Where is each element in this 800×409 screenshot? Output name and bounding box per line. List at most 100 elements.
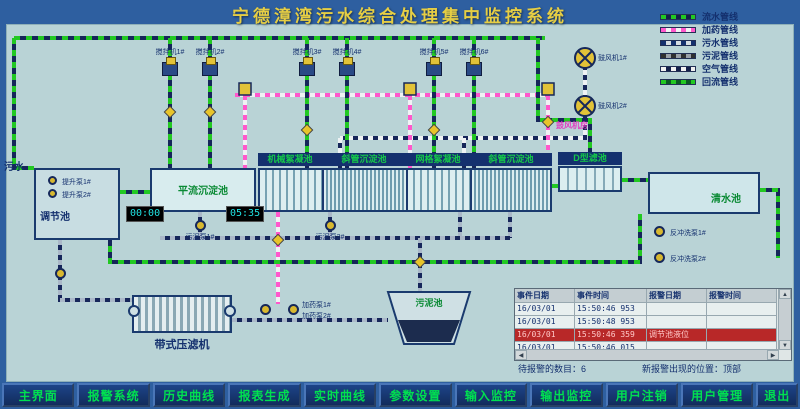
cycle-timer-2: 05:35 — [226, 206, 265, 222]
menu-input-monitor[interactable]: 输入监控 — [454, 383, 528, 407]
alarm-pending-count: 待报警的数目：6 — [518, 364, 587, 374]
reflux-line-icon — [660, 78, 696, 85]
dosing-pump-2-icon — [288, 304, 299, 315]
scroll-left-icon[interactable]: ◀ — [515, 350, 527, 360]
tank-divider — [470, 170, 472, 210]
dosing-line-icon — [660, 26, 696, 33]
grid-flocculation-media — [408, 170, 470, 210]
menu-report-generate[interactable]: 报表生成 — [228, 383, 301, 407]
mixer-1-icon — [162, 57, 178, 76]
backwash-pump-1-label: 反冲洗泵1# — [670, 230, 706, 237]
motor-icon — [303, 57, 313, 65]
alarm-header-cell: 报警时间 — [707, 289, 777, 303]
menu-output-monitor[interactable]: 输出监控 — [530, 383, 603, 407]
mechanical-flocculation-media — [260, 170, 322, 210]
air-line-icon — [660, 65, 696, 72]
grid-flocculation-label: 网格絮凝池 — [406, 153, 470, 166]
mixer-5-icon — [426, 57, 442, 76]
clear-water-tank — [648, 172, 760, 214]
scroll-down-icon[interactable]: ▼ — [779, 340, 791, 350]
alarm-horizontal-scrollbar[interactable]: ◀ ▶ — [515, 349, 779, 360]
legend-item-water: 流水管线 — [660, 10, 738, 23]
mixer-2-icon — [202, 57, 218, 76]
dosing-pump-2-label: 加药泵2# — [302, 313, 331, 320]
menu-exit[interactable]: 退出 — [756, 383, 799, 407]
alarm-table-row[interactable]: 16/03/01 15:50:48 953 — [515, 316, 777, 329]
blower-1-label: 鼓风机1# — [598, 55, 627, 62]
dosing-pump-1-icon — [260, 304, 271, 315]
page-title: 宁德漳湾污水综合处理集中监控系统 — [232, 7, 568, 26]
alarm-table: 事件日期 事件时间 报警日期 报警时间 16/03/01 15:50:46 95… — [514, 288, 792, 361]
alarm-header-cell: 事件日期 — [515, 289, 575, 303]
mixer-2-label: 搅拌机2# — [195, 49, 225, 56]
legend-item-reflux: 回流管线 — [660, 75, 738, 88]
alarm-table-row-active[interactable]: 16/03/01 15:50:46 359 调节池液位 — [515, 329, 777, 342]
sludge-pump-1-label: 污泥泵1# — [185, 234, 215, 241]
d-filter-label: D型滤池 — [558, 152, 622, 165]
dosing-unit-icons — [238, 82, 555, 96]
water-line-icon — [660, 13, 696, 20]
menu-main-screen[interactable]: 主界面 — [2, 383, 75, 407]
mixer-4-icon — [339, 57, 355, 76]
d-filter-body — [558, 166, 622, 192]
blower-2-label: 鼓风机2# — [598, 103, 627, 110]
lift-pump-2-icon — [48, 189, 57, 198]
pipes-layer — [12, 36, 780, 345]
belt-press — [128, 295, 236, 333]
alarm-table-row[interactable]: 16/03/01 15:50:46 953 — [515, 303, 777, 316]
motor-icon — [166, 57, 176, 65]
alarm-table-header: 事件日期 事件时间 报警日期 报警时间 — [515, 289, 777, 303]
pipe-legend: 流水管线 加药管线 污水管线 污泥管线 空气管线 回流管线 — [660, 10, 738, 88]
alarm-header-cell: 事件时间 — [575, 289, 647, 303]
lift-pump-2-label: 提升泵2# — [62, 192, 91, 199]
flocculation-sedimentation-complex — [258, 168, 552, 212]
sewage-line-icon — [660, 39, 696, 46]
sludge-tank-label: 污泥池 — [415, 298, 443, 308]
alarm-vertical-scrollbar[interactable]: ▲ ▼ — [778, 289, 791, 350]
press-roller-icon — [224, 305, 236, 317]
regulation-tank-label: 调节池 — [40, 212, 70, 223]
motor-icon — [470, 57, 480, 65]
mixer-3-label: 搅拌机3# — [292, 49, 322, 56]
scroll-up-icon[interactable]: ▲ — [779, 289, 791, 299]
tank-divider — [406, 170, 408, 210]
inclined-tube-media-2 — [472, 170, 550, 210]
inclined-tube-media-1 — [324, 170, 406, 210]
clear-water-label: 清水池 — [711, 194, 741, 205]
motor-icon — [343, 57, 353, 65]
mixer-1-label: 搅拌机1# — [155, 49, 185, 56]
sludge-line-icon — [660, 52, 696, 59]
scroll-right-icon[interactable]: ▶ — [767, 350, 779, 360]
blower-room-label: 鼓风机房 — [556, 121, 588, 130]
mixer-6-icon — [466, 57, 482, 76]
mixer-5-label: 搅拌机5# — [419, 49, 449, 56]
legend-item-sewage: 污水管线 — [660, 36, 738, 49]
backwash-pump-2-label: 反冲洗泵2# — [670, 256, 706, 263]
mixer-3-icon — [299, 57, 315, 76]
bottom-menu-bar: 主界面 报警系统 历史曲线 报表生成 实时曲线 参数设置 输入监控 输出监控 用… — [2, 383, 799, 407]
dosing-pump-1-label: 加药泵1# — [302, 302, 331, 309]
blower-fan-icons — [574, 47, 596, 117]
cycle-timer-1: 00:00 — [126, 206, 165, 222]
inlet-label: 污水 — [4, 162, 24, 173]
inclined-tube-1-label: 斜管沉淀池 — [322, 153, 406, 166]
mixer-6-label: 搅拌机6# — [459, 49, 489, 56]
menu-user-logout[interactable]: 用户注销 — [605, 383, 678, 407]
inclined-tube-2-label: 斜管沉淀池 — [470, 153, 552, 166]
lift-pump-1-icon — [48, 176, 57, 185]
alarm-header-cell: 报警日期 — [647, 289, 707, 303]
horizontal-sedimentation-tank — [150, 168, 256, 212]
motor-icon — [206, 57, 216, 65]
press-roller-icon — [128, 305, 140, 317]
tank-divider — [322, 170, 324, 210]
sump-pump-icon — [55, 268, 66, 279]
mixer-4-label: 搅拌机4# — [332, 49, 362, 56]
menu-history-curve[interactable]: 历史曲线 — [152, 383, 226, 407]
menu-alarm-system[interactable]: 报警系统 — [77, 383, 150, 407]
sludge-pump-1-icon — [195, 220, 206, 231]
menu-realtime-curve[interactable]: 实时曲线 — [303, 383, 377, 407]
legend-item-sludge: 污泥管线 — [660, 49, 738, 62]
lift-pump-1-label: 提升泵1# — [62, 179, 91, 186]
menu-user-management[interactable]: 用户管理 — [680, 383, 754, 407]
menu-parameter-settings[interactable]: 参数设置 — [379, 383, 452, 407]
